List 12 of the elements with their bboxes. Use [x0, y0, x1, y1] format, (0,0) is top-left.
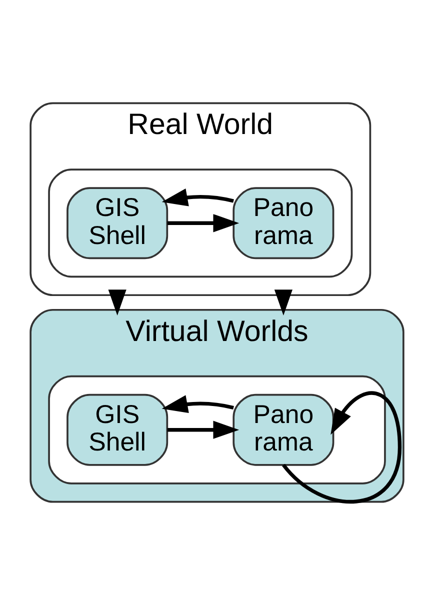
- arrow: [162, 395, 234, 414]
- arrow: [167, 214, 240, 232]
- arrow: [162, 188, 234, 206]
- cluster: [48, 375, 386, 484]
- node-box: Pano rama: [232, 187, 334, 260]
- node-box: GIS Shell: [66, 394, 168, 466]
- arrow: [108, 290, 126, 316]
- node-box: Pano rama: [232, 394, 334, 466]
- arrow: [167, 420, 240, 439]
- cluster: [48, 168, 353, 278]
- arrow: [274, 290, 293, 316]
- node-box: GIS Shell: [66, 187, 168, 260]
